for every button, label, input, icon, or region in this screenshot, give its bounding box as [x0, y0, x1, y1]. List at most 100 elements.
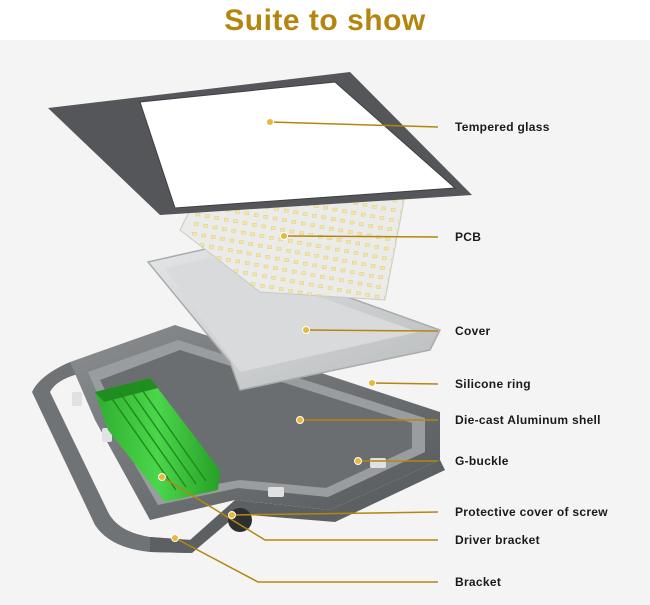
led-chip	[284, 208, 289, 213]
led-chip	[368, 224, 373, 228]
led-chip	[235, 209, 240, 214]
led-chip	[192, 231, 197, 236]
label-cover: Cover	[455, 324, 491, 338]
led-chip	[273, 266, 278, 270]
led-chip	[259, 234, 265, 238]
led-chip	[391, 208, 396, 212]
led-chip	[199, 243, 205, 247]
led-chip	[389, 217, 394, 222]
led-chip	[201, 233, 207, 238]
led-chip	[305, 252, 310, 256]
led-chip	[272, 216, 278, 221]
led-chip	[292, 269, 297, 274]
led-chip	[356, 291, 361, 295]
label-aluminum-shell: Die-cast Aluminum shell	[455, 413, 601, 427]
led-chip	[340, 268, 346, 273]
led-chip	[291, 220, 296, 224]
led-chip	[297, 290, 303, 295]
leader-line-silicone-ring	[371, 382, 439, 385]
led-chip	[267, 245, 272, 250]
led-chip	[301, 221, 306, 226]
led-chip	[299, 231, 304, 235]
led-chip	[227, 248, 233, 252]
led-chip	[293, 210, 298, 215]
led-chip	[275, 256, 280, 261]
led-chip	[309, 282, 314, 287]
led-chip	[193, 222, 199, 226]
leader-lines	[161, 121, 439, 583]
led-chip	[248, 242, 254, 246]
led-chip	[209, 244, 214, 249]
leader-line-pcb	[283, 235, 439, 238]
led-chip	[312, 213, 317, 218]
led-chip	[385, 237, 390, 241]
led-chip	[310, 223, 315, 228]
led-chip	[312, 263, 317, 268]
led-chip	[386, 286, 391, 291]
led-chip	[353, 251, 359, 255]
led-chip	[346, 239, 351, 244]
led-chip	[276, 247, 282, 251]
led-chip	[379, 216, 385, 220]
label-bracket: Bracket	[455, 575, 502, 589]
led-chip	[350, 270, 355, 274]
led-chip	[398, 219, 403, 224]
led-chip	[303, 262, 308, 266]
led-chip	[306, 242, 312, 247]
led-chip	[252, 222, 257, 227]
led-chip	[214, 216, 220, 220]
led-chip	[290, 279, 295, 283]
led-chip	[282, 268, 287, 272]
led-chip	[280, 228, 285, 232]
led-chip	[319, 225, 325, 229]
led-chip	[363, 252, 368, 257]
led-chip	[263, 264, 269, 269]
led-chip	[210, 235, 216, 239]
led-chip	[348, 280, 353, 284]
led-chip	[316, 244, 321, 248]
led-chip	[254, 263, 259, 267]
led-chip	[212, 225, 218, 230]
led-chip	[387, 277, 393, 281]
led-chip	[260, 284, 265, 288]
led-chip	[222, 227, 227, 231]
led-chip	[256, 253, 261, 257]
led-chip	[301, 271, 306, 275]
driver-part	[95, 378, 220, 502]
led-chip	[271, 276, 276, 280]
led-chip	[297, 241, 302, 245]
led-chip	[365, 243, 370, 247]
label-silicone-ring: Silicone ring	[455, 377, 531, 391]
led-chip	[395, 238, 400, 243]
leader-line-bracket	[174, 537, 438, 583]
led-chip	[359, 272, 364, 276]
led-chip	[387, 227, 392, 232]
led-chip	[362, 203, 368, 207]
led-chip	[335, 247, 340, 252]
led-chip	[348, 230, 353, 234]
led-chip	[310, 273, 316, 277]
led-chip	[269, 235, 274, 240]
leader-line-screw-cover	[231, 511, 439, 516]
led-chip	[289, 229, 295, 234]
led-chip	[361, 262, 366, 266]
led-chip	[359, 222, 364, 226]
led-chip	[365, 293, 370, 297]
led-chip	[374, 294, 380, 299]
led-chip	[351, 211, 356, 215]
led-chip	[195, 212, 201, 217]
led-chip	[393, 248, 398, 252]
led-chip	[336, 238, 342, 242]
led-chip	[293, 260, 299, 264]
led-chip	[376, 285, 381, 289]
led-chip	[250, 282, 256, 286]
led-chip	[349, 220, 355, 225]
led-chip	[370, 264, 376, 268]
led-chip	[321, 215, 326, 220]
led-chip	[288, 289, 293, 293]
led-chip	[190, 241, 195, 246]
leader-dots	[158, 118, 376, 542]
led-chip	[299, 281, 304, 285]
led-chip	[314, 254, 319, 258]
